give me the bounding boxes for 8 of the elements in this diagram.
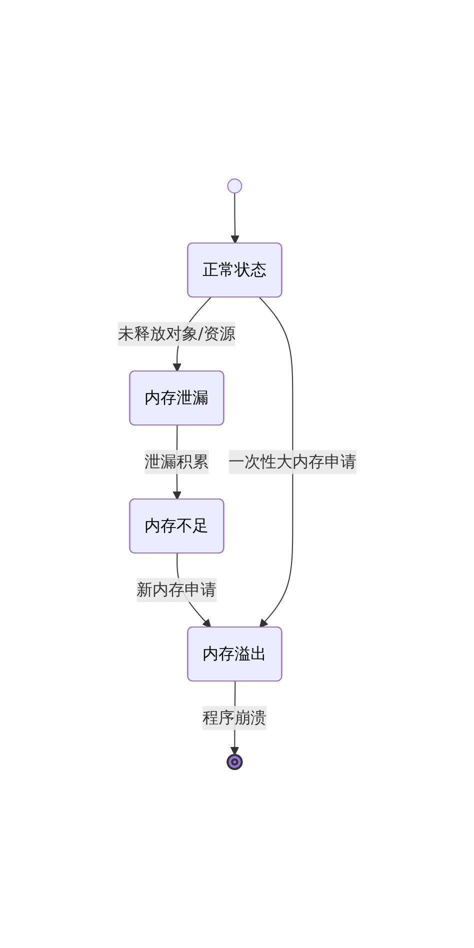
edge-label: 未释放对象/资源: [118, 324, 236, 344]
node-circle: [226, 178, 242, 194]
edge-label: 泄漏积累: [144, 452, 208, 471]
arrow: [258, 297, 293, 628]
edge-label: 新内存申请: [136, 580, 216, 599]
edge-label: 程序崩溃: [202, 708, 266, 727]
arrow: [230, 192, 240, 244]
edge-label: 一次性大内存申请: [228, 452, 356, 471]
